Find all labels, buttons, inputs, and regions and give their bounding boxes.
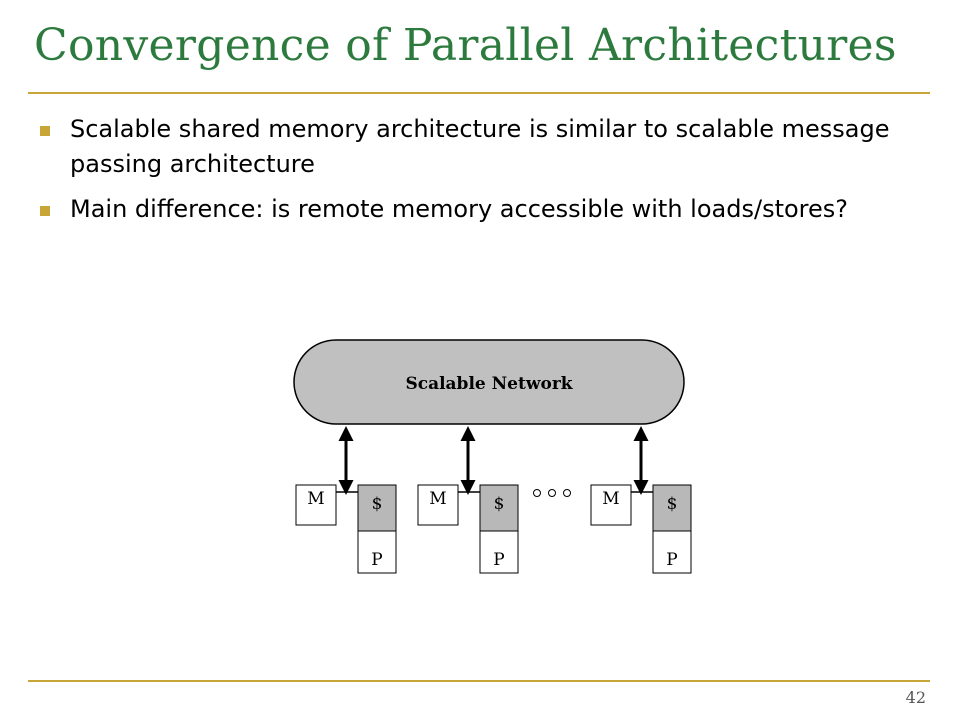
memory-box — [295, 484, 337, 526]
bullet-text: Scalable shared memory architecture is s… — [70, 115, 890, 178]
memory-box — [417, 484, 459, 526]
processor-label: P — [493, 550, 504, 570]
processor-label: P — [666, 550, 677, 570]
processor-box — [652, 530, 692, 574]
cache-box — [479, 484, 519, 532]
cache-label: $ — [372, 494, 383, 514]
memory-label: M — [429, 489, 446, 509]
ellipsis-icon — [533, 489, 571, 497]
processor-label: P — [371, 550, 382, 570]
processor-box — [357, 530, 397, 574]
square-bullet-icon — [40, 126, 50, 136]
page-number: 42 — [905, 688, 926, 707]
processor-box — [479, 530, 519, 574]
node-2: M $ P — [417, 426, 519, 574]
bullet-text: Main difference: is remote memory access… — [70, 195, 849, 223]
bullet-list: Scalable shared memory architecture is s… — [36, 112, 916, 237]
bullet-item: Main difference: is remote memory access… — [36, 192, 916, 227]
cache-box — [652, 484, 692, 532]
footer-divider — [28, 680, 930, 682]
network-label: Scalable Network — [405, 374, 573, 394]
square-bullet-icon — [40, 206, 50, 216]
network-diagram: Scalable Network M $ P M $ P M $ P — [293, 339, 692, 574]
memory-box — [590, 484, 632, 526]
scalable-network-box — [293, 339, 685, 425]
memory-label: M — [602, 489, 619, 509]
cache-label: $ — [667, 494, 678, 514]
bullet-item: Scalable shared memory architecture is s… — [36, 112, 916, 182]
node-3: M $ P — [590, 426, 692, 574]
cache-label: $ — [494, 494, 505, 514]
node-1: M $ P — [295, 426, 397, 574]
slide-title: Convergence of Parallel Architectures — [34, 20, 897, 71]
title-divider — [28, 92, 930, 94]
memory-label: M — [307, 489, 324, 509]
